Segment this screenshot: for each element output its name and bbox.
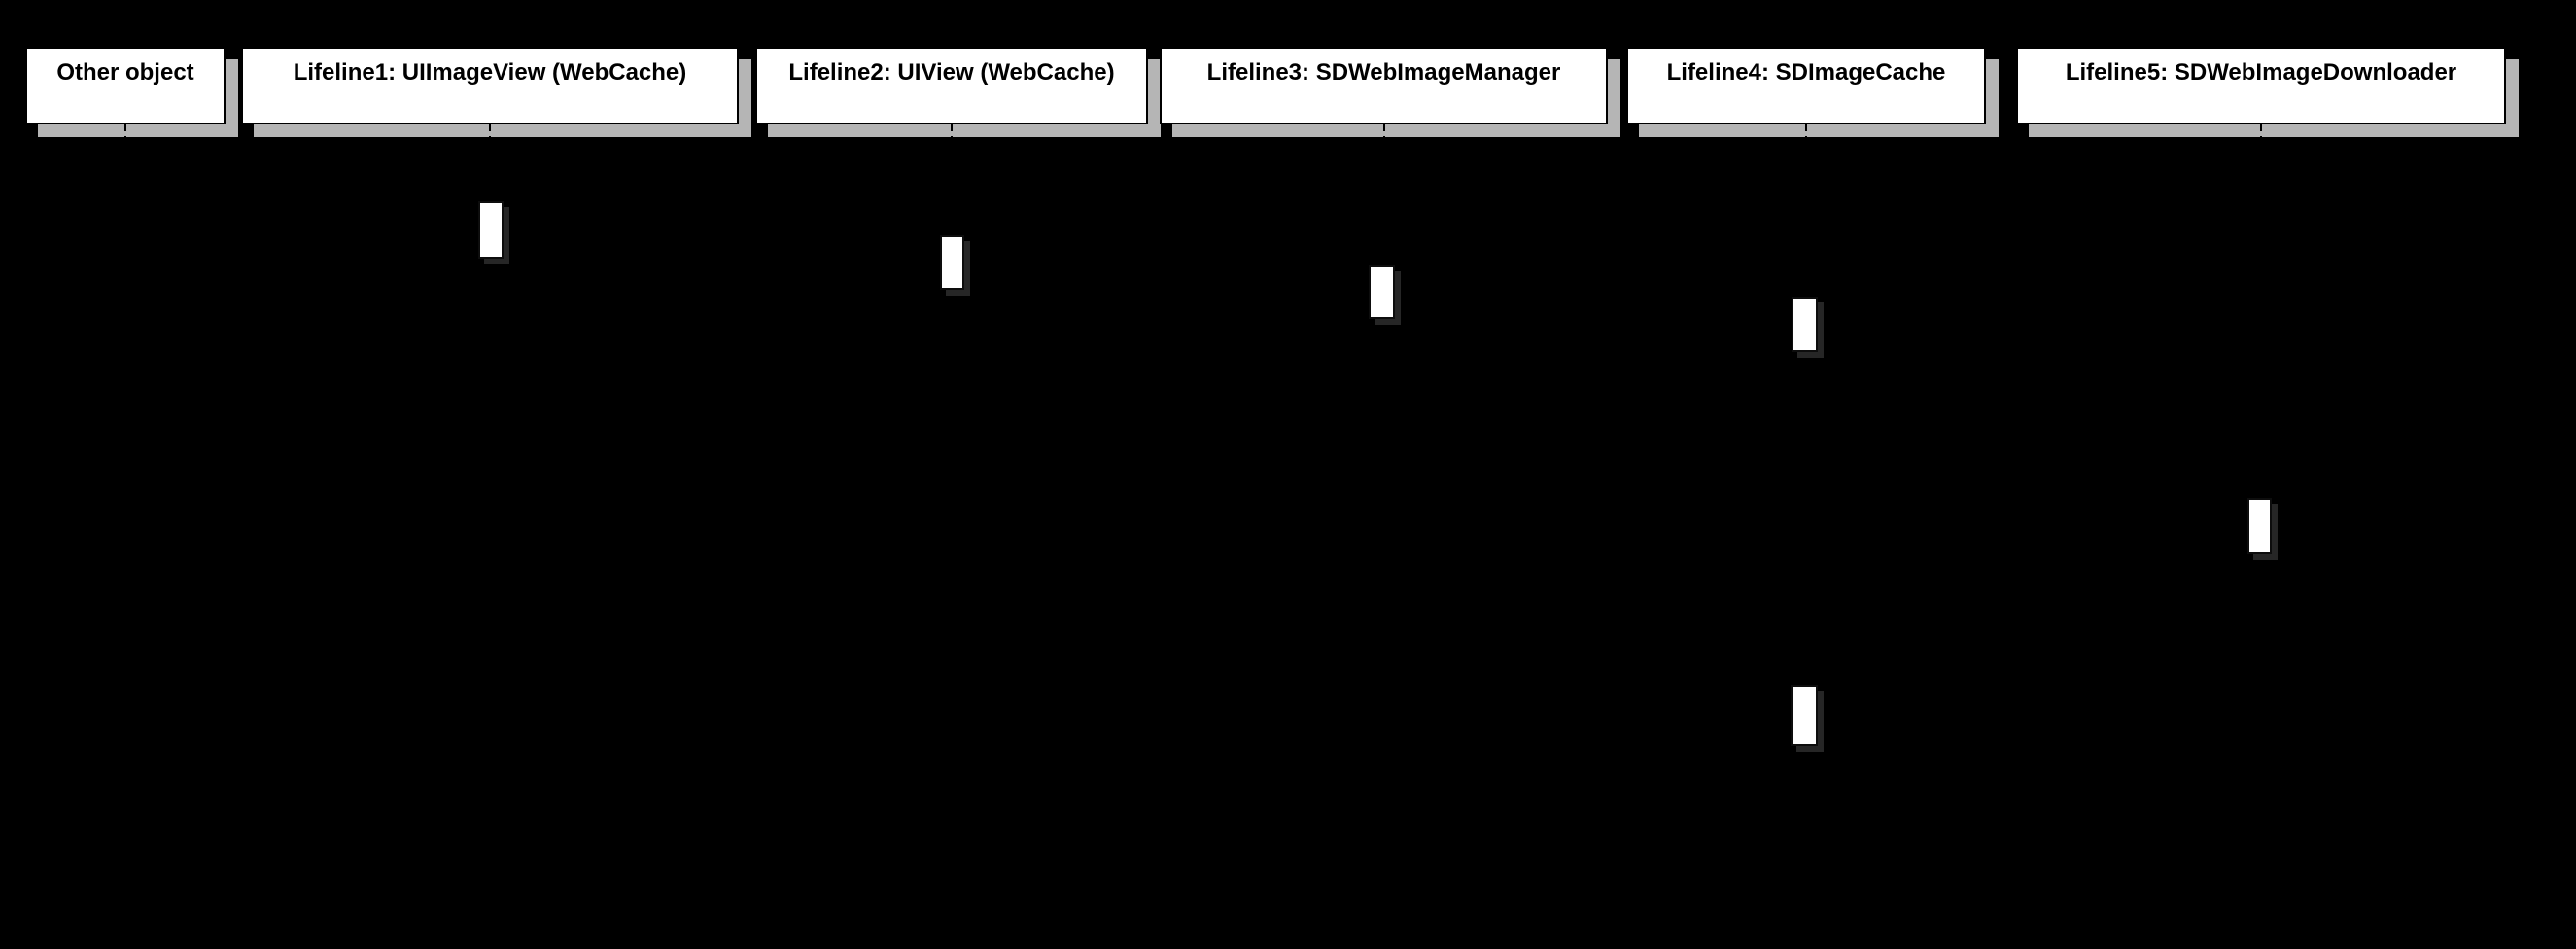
lifeline-dashed-line — [489, 124, 491, 949]
lifeline-dashed-line — [124, 124, 126, 949]
lifeline-head-label: Other object — [56, 59, 194, 86]
lifeline-head-label: Lifeline4: SDImageCache — [1666, 59, 1946, 86]
lifeline-head-label: Lifeline2: UIView (WebCache) — [788, 59, 1115, 86]
lifeline-head-label: Lifeline1: UIImageView (WebCache) — [293, 59, 687, 86]
lifeline-head-lifeline1: Lifeline1: UIImageView (WebCache) — [241, 47, 739, 124]
lifeline-dashed-line — [1383, 124, 1385, 949]
lifeline-head-lifeline4: Lifeline4: SDImageCache — [1626, 47, 1986, 124]
activation-bar-lifeline4 — [1791, 685, 1818, 746]
lifeline-dashed-line — [951, 124, 953, 949]
activation-bar-lifeline3 — [1369, 265, 1395, 319]
activation-bar-lifeline2 — [940, 235, 964, 290]
lifeline-head-lifeline5: Lifeline5: SDWebImageDownloader — [2016, 47, 2506, 124]
lifeline-head-other-object: Other object — [25, 47, 226, 124]
lifeline-dashed-line — [1805, 124, 1807, 949]
activation-bar-lifeline1 — [478, 201, 504, 259]
lifeline-head-label: Lifeline5: SDWebImageDownloader — [2065, 59, 2457, 86]
activation-bar-lifeline4 — [1792, 297, 1818, 352]
lifeline-head-label: Lifeline3: SDWebImageManager — [1206, 59, 1561, 86]
lifeline-head-lifeline3: Lifeline3: SDWebImageManager — [1160, 47, 1608, 124]
lifeline-head-lifeline2: Lifeline2: UIView (WebCache) — [755, 47, 1148, 124]
activation-bar-lifeline5 — [2247, 498, 2272, 554]
